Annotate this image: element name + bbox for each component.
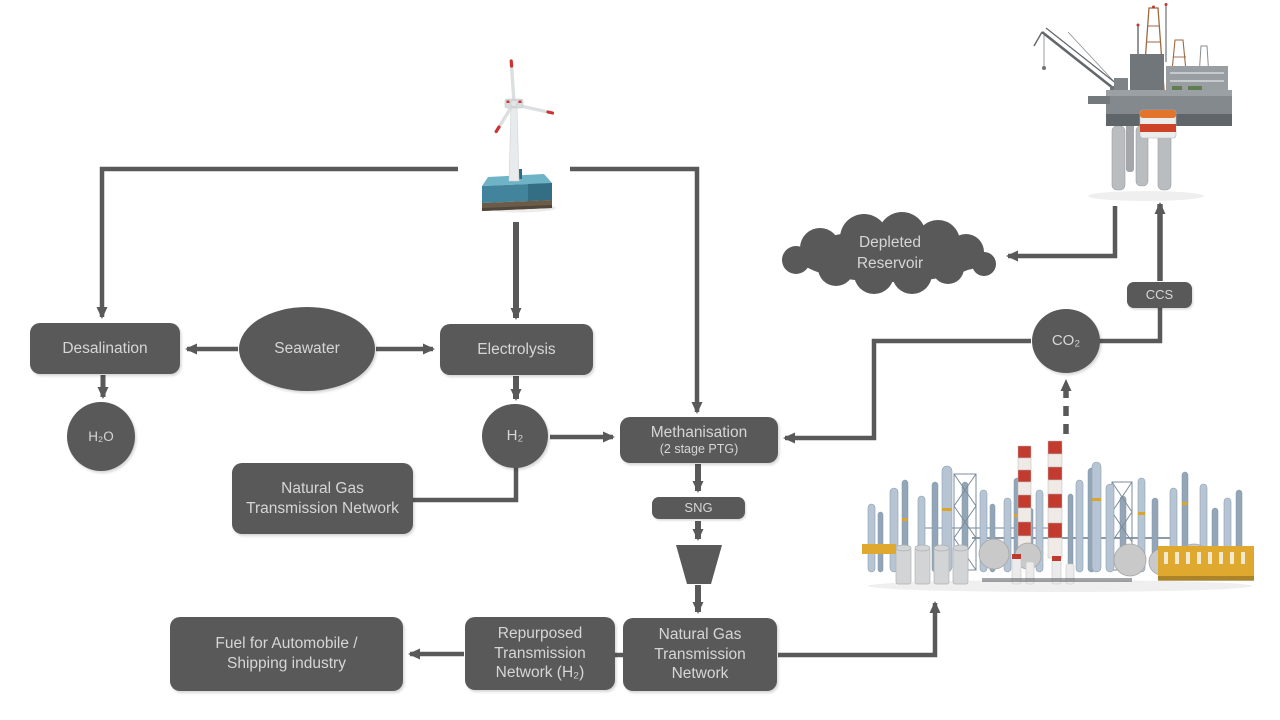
node-electrolysis: Electrolysis: [440, 324, 593, 375]
node-co2: CO₂: [1032, 309, 1100, 373]
node-methanisation-sublabel: (2 stage PTG): [659, 442, 739, 457]
oil-platform-image: [1033, 3, 1232, 201]
node-h2o: H₂O: [67, 402, 135, 471]
node-sng: SNG: [652, 497, 745, 519]
node-seawater: Seawater: [239, 307, 375, 391]
connector-platform-to-reservoir: [1006, 206, 1118, 262]
node-ccs: CCS: [1127, 282, 1192, 308]
node-ng-transmission-network-mid: Natural Gas Transmission Network: [232, 463, 413, 534]
node-fuel: Fuel for Automobile / Shipping industry: [170, 617, 403, 691]
node-repurposed-network-label: Repurposed Transmission Network (H₂): [494, 624, 586, 682]
node-h2o-label: H₂O: [88, 428, 114, 444]
node-sng-label: SNG: [684, 499, 713, 515]
connector-wind-power-line: [96, 166, 703, 414]
node-methanisation: Methanisation (2 stage PTG): [620, 417, 778, 463]
wind-turbine-image: [458, 50, 570, 215]
node-ccs-label: CCS: [1145, 286, 1174, 302]
funnel-shape: [676, 545, 722, 584]
node-h2-label: H₂: [506, 427, 524, 445]
connector-co2-to-methanisation: [783, 338, 1031, 444]
node-h2: H₂: [482, 404, 548, 468]
node-fuel-label: Fuel for Automobile / Shipping industry: [215, 635, 358, 672]
depleted-reservoir-cloud: [782, 212, 996, 294]
node-desalination: Desalination: [30, 323, 180, 374]
node-methanisation-label: Methanisation: [650, 424, 748, 442]
node-ng-transmission-network-mid-label: Natural Gas Transmission Network: [246, 479, 399, 517]
connector-h2-to-ng-network: [389, 467, 519, 506]
node-ng-transmission-network-bottom: Natural Gas Transmission Network: [623, 618, 777, 691]
node-seawater-label: Seawater: [274, 340, 340, 358]
node-ng-transmission-network-bottom-label: Natural Gas Transmission Network: [654, 625, 746, 683]
node-co2-label: CO₂: [1051, 332, 1081, 350]
refinery-image: [862, 440, 1254, 592]
node-desalination-label: Desalination: [62, 339, 148, 357]
node-depleted-reservoir-label: Depleted Reservoir: [856, 234, 924, 272]
node-repurposed-network: Repurposed Transmission Network (H₂): [465, 617, 615, 690]
connector-ng-network-to-plant: [778, 601, 941, 658]
node-electrolysis-label: Electrolysis: [477, 340, 556, 358]
connector-co2-to-ccs: [1099, 308, 1163, 344]
